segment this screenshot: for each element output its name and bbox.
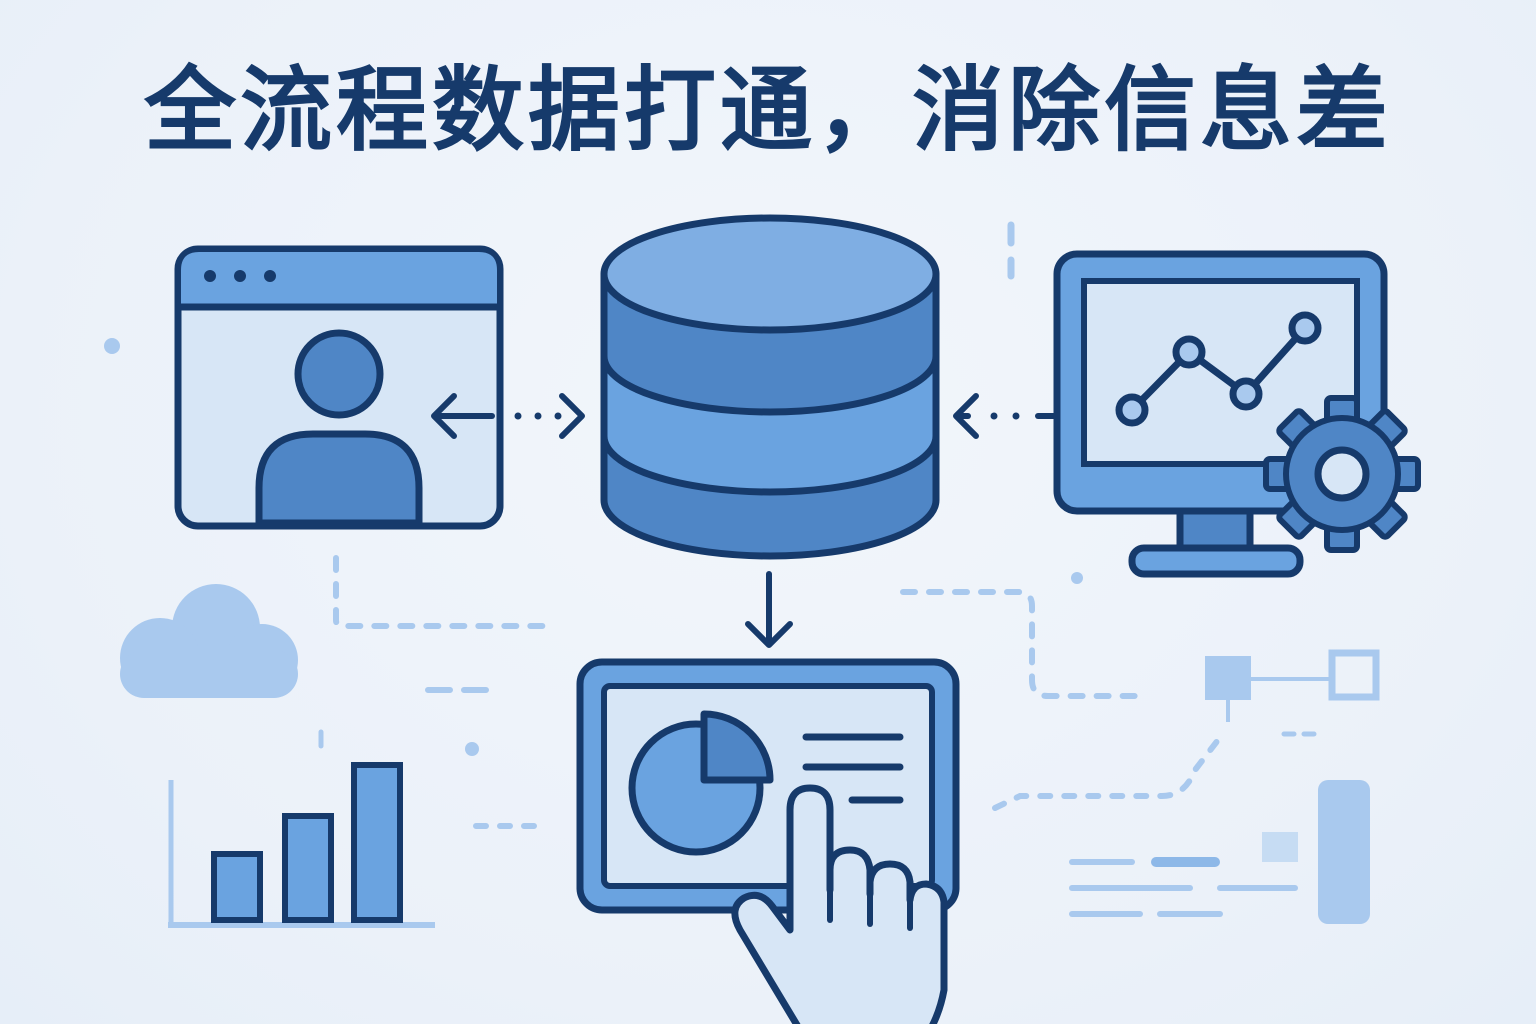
- dashboard-tablet-icon: [576, 658, 960, 914]
- cloud-icon: [120, 584, 298, 698]
- window-dot: [264, 270, 276, 282]
- dotted-connector: [992, 737, 1221, 811]
- flow-node: [1328, 649, 1380, 701]
- chart-point: [1229, 377, 1263, 411]
- dotted-connector: [900, 589, 1151, 699]
- flow-blocks: [1069, 649, 1380, 924]
- gear-icon: [1263, 395, 1421, 553]
- user-avatar-head: [294, 329, 384, 419]
- database-icon: [600, 214, 940, 560]
- bar-chart-icon: [168, 762, 435, 928]
- pointing-hand-icon: [731, 784, 948, 1024]
- dotted-connector: [333, 555, 559, 629]
- chart-point: [1172, 335, 1206, 369]
- headline-title: 全流程数据打通，消除信息差: [143, 57, 1392, 164]
- decor-dot: [465, 742, 479, 756]
- chart-point: [1288, 311, 1322, 345]
- text-lines: [802, 733, 904, 804]
- pie-chart-icon: [628, 710, 774, 856]
- window-dot: [204, 270, 216, 282]
- decor-dot: [1071, 572, 1083, 584]
- background-decorations: [104, 221, 1319, 829]
- bar: [211, 851, 263, 923]
- window-dot: [234, 270, 246, 282]
- bidirectional-arrow: [431, 393, 585, 439]
- chart-point: [1115, 393, 1149, 427]
- bar: [351, 762, 403, 923]
- flow-node: [1262, 832, 1298, 862]
- line-chart-icon: [1129, 325, 1308, 413]
- down-arrow: [745, 571, 793, 648]
- flow-node: [1205, 656, 1251, 700]
- cylinder-shape: [1318, 780, 1370, 924]
- bar: [282, 813, 334, 923]
- text-lines: [1069, 857, 1298, 917]
- decor-dot: [104, 338, 120, 354]
- user-avatar-body: [255, 430, 423, 527]
- user-profile-window-icon: [174, 245, 504, 530]
